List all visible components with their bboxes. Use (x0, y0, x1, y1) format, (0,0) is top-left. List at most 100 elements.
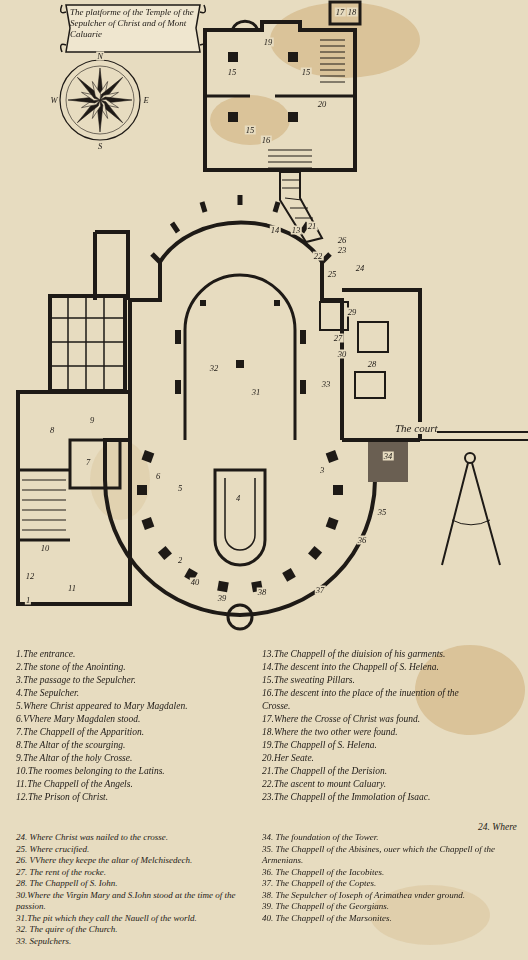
key-entry: 12.The Prison of Christ. (16, 791, 256, 804)
rose-point (92, 82, 100, 100)
callout-number: 3 (319, 466, 325, 475)
pillar (326, 450, 339, 463)
rose-point (100, 100, 123, 123)
compass-letter: N (96, 52, 104, 61)
callout-number: 40 (190, 578, 201, 587)
compass-letter: W (49, 96, 58, 105)
key-entry: 32. The quire of the Church. (16, 924, 260, 936)
pillar (137, 485, 147, 495)
key-entry: 6.VVhere Mary Magdalen stood. (16, 713, 256, 726)
callout-number: 24 (355, 264, 366, 273)
pillar (326, 517, 339, 530)
callout-number: 22 (313, 252, 324, 261)
callout-number: 15 (227, 68, 238, 77)
key-entry: 36. The Chappell of the Iacobites. (262, 867, 522, 879)
callout-number: 11 (67, 584, 77, 593)
callout-number: 26 (337, 236, 348, 245)
pillar (142, 517, 155, 530)
callout-number: 15 (301, 68, 312, 77)
pillar (333, 485, 343, 495)
callout-number: 32 (209, 364, 220, 373)
callout-number: 15 (245, 126, 256, 135)
key-entry: 21.The Chappell of the Derision. (262, 765, 474, 778)
key-column: 34. The foundation of the Tower.35. The … (262, 832, 522, 924)
callout-number: 25 (327, 270, 338, 279)
key-entry: 4.The Sepulcher. (16, 687, 256, 700)
key-entry: 34. The foundation of the Tower. (262, 832, 522, 844)
callout-number: 37 (315, 586, 326, 595)
key-entry: 5.Where Christ appeared to Mary Magdalen… (16, 700, 256, 713)
key-column: 13.The Chappell of the diuision of his g… (262, 648, 474, 804)
key-entry: 17.Where the Crosse of Christ was found. (262, 713, 474, 726)
callout-number: 13 (291, 226, 302, 235)
callout-number: 39 (217, 594, 228, 603)
rose-point (100, 77, 123, 100)
rotunda-pillars (137, 450, 343, 592)
callout-number: 19 (263, 38, 274, 47)
key-entry: 33. Sepulchers. (16, 936, 260, 948)
key-entry: 24. Where (478, 822, 517, 832)
callout-number: 18 (347, 8, 358, 17)
rose-point (77, 77, 100, 100)
key-entry: 20.Her Seate. (262, 752, 474, 765)
key-entry: 13.The Chappell of the diuision of his g… (262, 648, 474, 661)
callout-number: 35 (377, 508, 388, 517)
callout-number: 31 (251, 388, 262, 397)
key-entry: 10.The roomes belonging to the Latins. (16, 765, 256, 778)
title-text: The platforme of the Temple of the Sepul… (70, 7, 194, 39)
callout-number: 27 (333, 334, 344, 343)
dividers (442, 453, 500, 565)
church-walls (18, 2, 528, 629)
key-entry: 14.The descent into the Chappell of S. H… (262, 661, 474, 674)
callout-number: 33 (321, 380, 332, 389)
key-column: 24. Where Christ was nailed to the cross… (16, 832, 260, 947)
callout-number: 4 (235, 494, 241, 503)
callout-number: 12 (25, 572, 36, 581)
callout-number: 2 (177, 556, 183, 565)
key-entry: 2.The stone of the Anointing. (16, 661, 256, 674)
callout-number: 34 (383, 452, 394, 461)
rose-point (77, 100, 100, 123)
compass-letter: E (142, 96, 149, 105)
callout-number: 9 (89, 416, 95, 425)
title-banner: The platforme of the Temple of the Sepul… (70, 7, 196, 40)
title-cartouche (61, 5, 206, 52)
callout-number: 6 (155, 472, 161, 481)
key-column: 1.The entrance.2.The stone of the Anoint… (16, 648, 256, 804)
key-entry: 30.Where the Virgin Mary and S.Iohn stoo… (16, 890, 260, 913)
callout-number: 23 (337, 246, 348, 255)
pillar (158, 546, 172, 560)
callout-number: 5 (177, 484, 183, 493)
key-entry: 16.The descent into the place of the inu… (262, 687, 474, 713)
pillar (308, 546, 322, 560)
key-entry: 1.The entrance. (16, 648, 256, 661)
callout-number: 30 (337, 350, 348, 359)
callout-number: 38 (257, 588, 268, 597)
key-entry: 26. VVhere they keepe the altar of Melch… (16, 855, 260, 867)
callout-number: 21 (307, 222, 318, 231)
callout-number: 36 (357, 536, 368, 545)
key-entry: 39. The Chappell of the Georgians. (262, 901, 522, 913)
key-entry: 35. The Chappell of the Abisines, ouer w… (262, 844, 522, 867)
compass-rose (60, 60, 140, 140)
callout-number: 16 (261, 136, 272, 145)
key-entry: 9.The Altar of the holy Crosse. (16, 752, 256, 765)
key-entry: 23.The Chappell of the Immolation of Isa… (262, 791, 474, 804)
key-entry: 24. Where Christ was nailed to the cross… (16, 832, 260, 844)
key-entry: 37. The Chappell of the Coptes. (262, 878, 522, 890)
key-entry: 31.The pit which they call the Nauell of… (16, 913, 260, 925)
key-entry: 15.The sweating Pillars. (262, 674, 474, 687)
key-entry: 40. The Chappell of the Marsonites. (262, 913, 522, 925)
callout-number: 8 (49, 426, 55, 435)
key-entry: 25. Where crucified. (16, 844, 260, 856)
compass-letter: S (97, 142, 103, 151)
key-entry: 11.The Chappell of the Angels. (16, 778, 256, 791)
callout-number: 14 (270, 226, 281, 235)
key-entry: 27. The rent of the rocke. (16, 867, 260, 879)
callout-number: 10 (40, 544, 51, 553)
key-entry: 3.The passage to the Sepulcher. (16, 674, 256, 687)
pillar (282, 568, 296, 582)
key-entry: 7.The Chappell of the Apparition. (16, 726, 256, 739)
callout-number: 7 (85, 458, 91, 467)
